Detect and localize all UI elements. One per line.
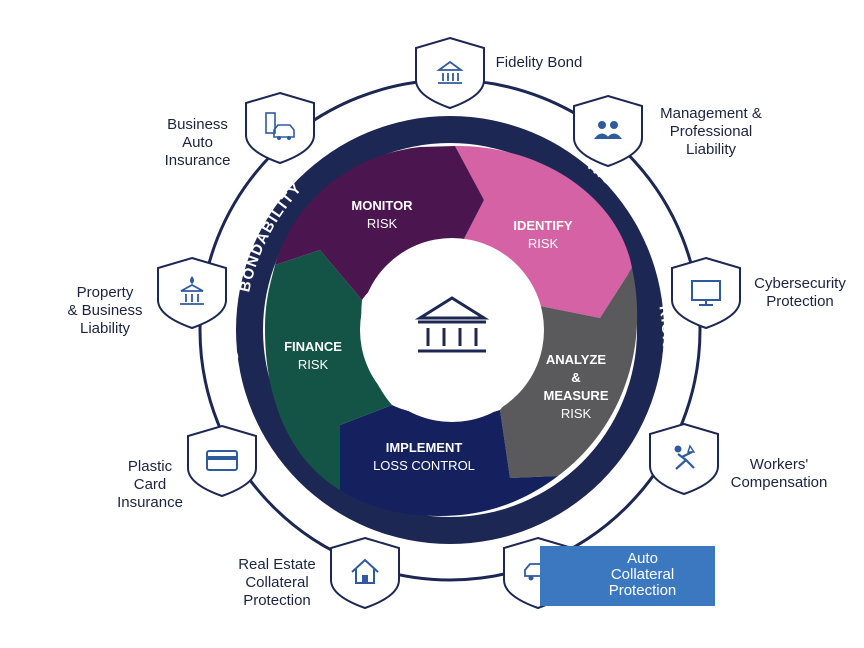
credit-card-icon: [206, 450, 238, 471]
label-cybersecurity[interactable]: Cybersecurity Protection: [754, 275, 846, 310]
analyze-title: ANALYZE: [546, 352, 607, 367]
building-car-icon: [265, 112, 295, 140]
analyze-measure: MEASURE: [543, 388, 608, 403]
label-property-liability[interactable]: Property & Business Liability: [67, 284, 143, 337]
shield-injured-worker[interactable]: [649, 422, 719, 496]
people-icon: [594, 121, 622, 139]
shield-outline: [157, 256, 227, 330]
finance-subtitle: RISK: [298, 357, 329, 372]
bank-fire-icon: [180, 276, 204, 305]
shield-credit-card[interactable]: [187, 424, 257, 498]
shield-building-car[interactable]: [245, 91, 315, 165]
monitor-subtitle: RISK: [367, 216, 398, 231]
implement-title: IMPLEMENT: [386, 440, 463, 455]
bank-icon: [436, 60, 464, 84]
shield-bank-fire[interactable]: [157, 256, 227, 330]
segment-finance[interactable]: [265, 250, 392, 490]
shield-outline: [415, 36, 485, 110]
injured-worker-icon: [674, 444, 696, 470]
label-management-liability[interactable]: Management & Professional Liability: [660, 105, 762, 158]
monitor-icon: [691, 280, 721, 306]
shield-outline: [573, 94, 643, 168]
center-circle: [360, 238, 544, 422]
cycle-segments: [265, 145, 638, 516]
label-business-auto[interactable]: Business Auto Insurance: [164, 116, 231, 169]
identify-subtitle: RISK: [528, 236, 559, 251]
label-plastic-card[interactable]: Plastic Card Insurance: [117, 458, 183, 511]
shield-outline: [671, 256, 741, 330]
bank-icon: [414, 296, 490, 353]
label-workers-comp[interactable]: Workers' Compensation: [730, 456, 828, 491]
label-real-estate[interactable]: Real Estate Collateral Protection: [238, 556, 316, 609]
label-fidelity-bond[interactable]: Fidelity Bond: [495, 54, 583, 71]
shield-bank[interactable]: [415, 36, 485, 110]
shield-outline: [245, 91, 315, 165]
segment-analyze[interactable]: [500, 268, 638, 478]
segment-identify[interactable]: [452, 145, 632, 318]
implement-subtitle: LOSS CONTROL: [373, 458, 475, 473]
identify-title: IDENTIFY: [513, 218, 573, 233]
house-icon: [351, 558, 379, 584]
shield-outline: [187, 424, 257, 498]
shield-people[interactable]: [573, 94, 643, 168]
analyze-subtitle: RISK: [561, 406, 592, 421]
highlight-box: [540, 546, 715, 606]
shield-monitor[interactable]: [671, 256, 741, 330]
finance-title: FINANCE: [284, 339, 342, 354]
segment-implement[interactable]: [340, 405, 558, 516]
monitor-title: MONITOR: [351, 198, 413, 213]
analyze-amp: &: [571, 370, 580, 385]
shield-outline: [330, 536, 400, 610]
shield-house[interactable]: [330, 536, 400, 610]
label-auto-collateral[interactable]: Auto Collateral Protection: [608, 550, 677, 599]
